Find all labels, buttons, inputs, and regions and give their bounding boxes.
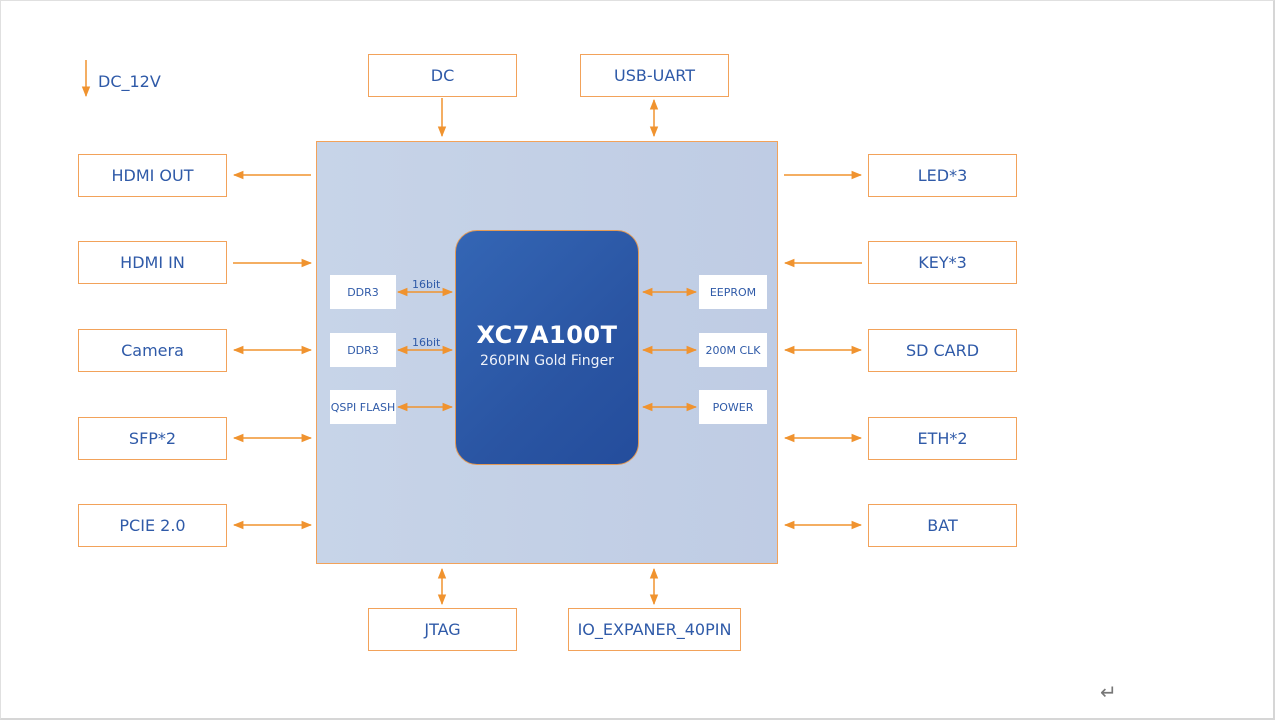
pcie-block: PCIE 2.0	[78, 504, 227, 547]
hdmi-in-block: HDMI IN	[78, 241, 227, 284]
ddr3-block-2: DDR3	[330, 333, 396, 367]
eth-block: ETH*2	[868, 417, 1017, 460]
dc12v-label: DC_12V	[98, 72, 161, 91]
chip-title: XC7A100T	[476, 320, 618, 349]
camera-block: Camera	[78, 329, 227, 372]
sd-card-block: SD CARD	[868, 329, 1017, 372]
clk-block: 200M CLK	[699, 333, 767, 367]
ddr3-block-1: DDR3	[330, 275, 396, 309]
eeprom-block: EEPROM	[699, 275, 767, 309]
sfp-block: SFP*2	[78, 417, 227, 460]
led-block: LED*3	[868, 154, 1017, 197]
ddr3-2-bus-width: 16bit	[412, 336, 441, 349]
jtag-block: JTAG	[368, 608, 517, 651]
key-block: KEY*3	[868, 241, 1017, 284]
hdmi-out-block: HDMI OUT	[78, 154, 227, 197]
dc-block: DC	[368, 54, 517, 97]
power-block: POWER	[699, 390, 767, 424]
return-arrow-icon: ↵	[1100, 680, 1117, 704]
fpga-chip: XC7A100T 260PIN Gold Finger	[455, 230, 639, 465]
bat-block: BAT	[868, 504, 1017, 547]
io-expander-block: IO_EXPANER_40PIN	[568, 608, 741, 651]
ddr3-1-bus-width: 16bit	[412, 278, 441, 291]
qspi-flash-block: QSPI FLASH	[330, 390, 396, 424]
chip-subtitle: 260PIN Gold Finger	[480, 352, 614, 369]
usb-uart-block: USB-UART	[580, 54, 729, 97]
